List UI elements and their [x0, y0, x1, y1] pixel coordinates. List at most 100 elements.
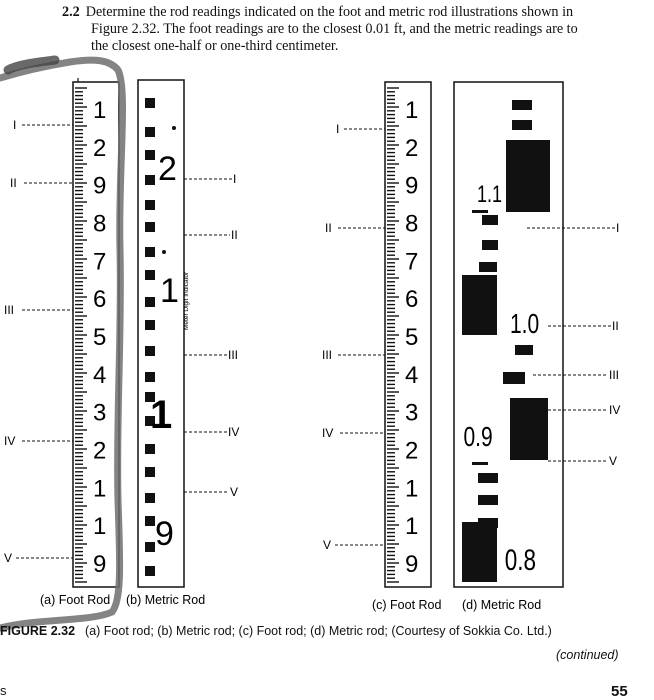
marker-d-II: II [612, 319, 619, 333]
metric-b-block-13 [145, 416, 155, 426]
figure-label: FIGURE 2.32 [0, 624, 76, 638]
foot-a-number-10: 1 [93, 475, 106, 502]
metric-d-block-8 [503, 372, 525, 384]
marker-d-IV: IV [609, 403, 620, 417]
metric-rod-b: 2 1 1 9 Meter Digit Indicator [137, 79, 190, 588]
metric-b-block-19 [145, 566, 155, 576]
foot-rod-a-numbers: 1 2 9 8 7 6 5 4 3 2 1 1 9 [93, 97, 106, 578]
figure-caption: FIGURE 2.32 (a) Foot rod; (b) Metric rod;… [0, 624, 552, 638]
marker-left-II: II [10, 176, 17, 190]
continued-note: (continued) [556, 648, 619, 662]
marker-c-V: V [323, 538, 331, 552]
footer-left-text: s [0, 683, 7, 698]
foot-a-number-2: 9 [93, 173, 106, 200]
hand-drawn-marker-annotation [0, 56, 127, 632]
foot-c-number-11: 1 [405, 513, 418, 540]
figure-caption-text: (a) Foot rod; (b) Metric rod; (c) Foot r… [85, 624, 552, 638]
metric-rod-b-blocks [145, 98, 155, 576]
foot-c-number-3: 8 [405, 211, 418, 238]
page-number: 55 [611, 683, 628, 700]
foot-c-number-0: 1 [405, 97, 418, 124]
foot-a-number-5: 6 [93, 286, 106, 313]
marker-b-I: I [233, 172, 236, 186]
foot-a-number-0: 1 [93, 97, 106, 124]
foot-a-number-6: 5 [93, 324, 106, 351]
metric-b-block-8 [145, 297, 155, 307]
metric-b-block-6 [145, 247, 155, 257]
metric-d-label-1-1: 1.1 [477, 182, 502, 208]
meter-digit-indicator-label: Meter Digit Indicator [183, 271, 190, 330]
caption-d: (d) Metric Rod [462, 598, 541, 612]
metric-b-block-16 [145, 493, 155, 503]
marker-c-IV: IV [322, 426, 333, 440]
metric-b-digit-2: 2 [158, 150, 177, 188]
foot-c-number-12: 9 [405, 551, 418, 578]
rod-b-markers: I II III IV V [184, 172, 239, 499]
metric-d-block-11 [478, 495, 498, 505]
metric-d-block-6 [462, 275, 497, 335]
problem-line-2: Figure 2.32. The foot readings are to th… [91, 21, 578, 37]
foot-rod-a-ticks [75, 87, 87, 583]
metric-d-block-10 [478, 473, 498, 483]
marker-b-IV: IV [228, 425, 239, 439]
marker-d-I: I [616, 221, 619, 235]
metric-b-block-9 [145, 320, 155, 330]
foot-a-number-12: 9 [93, 551, 106, 578]
foot-c-number-10: 1 [405, 475, 418, 502]
foot-rod-c-ticks [387, 87, 399, 583]
metric-d-block-3 [482, 215, 498, 225]
metric-b-block-0 [145, 98, 155, 108]
foot-a-number-11: 1 [93, 513, 106, 540]
metric-b-block-1 [145, 127, 155, 137]
metric-b-block-12 [145, 392, 155, 402]
metric-d-block-7 [515, 345, 533, 355]
metric-d-block-2 [506, 140, 550, 212]
foot-c-number-9: 2 [405, 438, 418, 465]
metric-d-label-1-0: 1.0 [510, 309, 539, 340]
metric-b-block-15 [145, 467, 155, 477]
foot-a-number-3: 8 [93, 211, 106, 238]
metric-b-block-17 [145, 516, 155, 526]
caption-b: (b) Metric Rod [126, 593, 205, 607]
metric-d-block-5 [479, 262, 497, 272]
marker-c-II: II [325, 221, 332, 235]
foot-c-number-6: 5 [405, 324, 418, 351]
metric-b-block-7 [145, 270, 155, 280]
rod-d-markers: I II III IV V [527, 221, 620, 468]
metric-b-block-4 [145, 200, 155, 210]
marker-left-III: III [4, 303, 14, 317]
marker-left-IV: IV [4, 434, 15, 448]
marker-c-I: I [336, 122, 339, 136]
metric-d-block-0 [512, 100, 532, 110]
problem-line-3: the closest one-half or one-third centim… [91, 38, 339, 54]
metric-b-block-2 [145, 150, 155, 160]
foot-c-number-7: 4 [405, 362, 418, 389]
foot-c-number-5: 6 [405, 286, 418, 313]
foot-a-number-9: 2 [93, 438, 106, 465]
metric-d-block-1 [512, 120, 532, 130]
caption-c: (c) Foot Rod [372, 598, 442, 612]
foot-a-number-7: 4 [93, 362, 106, 389]
foot-c-number-8: 3 [405, 400, 418, 427]
metric-d-label-0-8: 0.8 [505, 543, 536, 577]
problem-number: 2.2 [62, 4, 80, 20]
metric-b-digit-1a: 1 [160, 272, 179, 310]
marker-left-V: V [4, 551, 12, 565]
metric-b-block-10 [145, 346, 155, 356]
foot-rod-a: 1 2 9 8 7 6 5 4 3 2 1 1 9 [72, 78, 120, 588]
marker-left-I: I [13, 118, 16, 132]
foot-c-number-4: 7 [405, 248, 418, 275]
foot-a-number-4: 7 [93, 248, 106, 275]
marker-b-V: V [230, 485, 238, 499]
foot-a-number-8: 3 [93, 400, 106, 427]
foot-c-number-1: 2 [405, 135, 418, 162]
rod-c-markers: I II III IV V [322, 122, 385, 552]
marker-b-III: III [228, 348, 238, 362]
marker-c-III: III [322, 348, 332, 362]
metric-d-block-9 [510, 398, 548, 460]
foot-a-number-1: 2 [93, 135, 106, 162]
